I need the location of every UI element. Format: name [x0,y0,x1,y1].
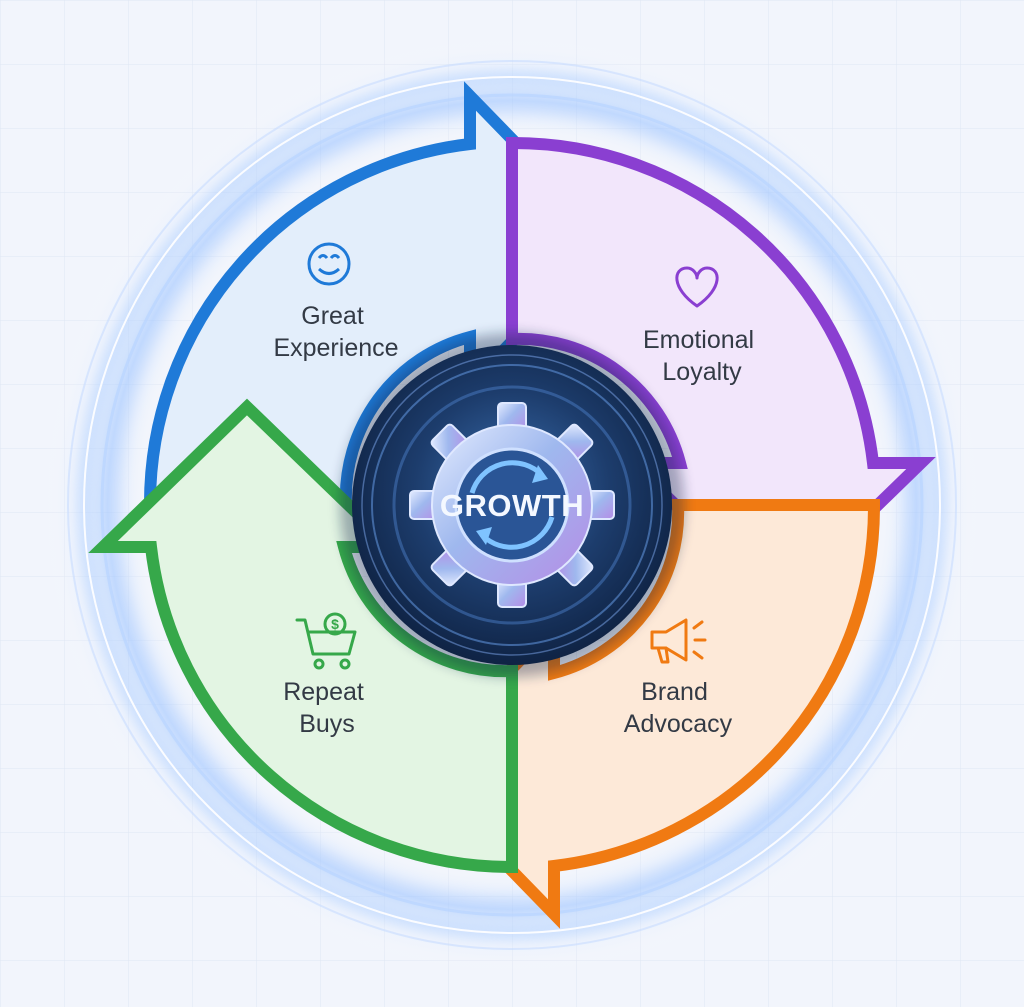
shopping-cart-dollar-icon: $ [295,612,357,670]
heart-icon [675,266,719,308]
label-repeat-buys: Repeat Buys [283,678,371,738]
label-brand-advocacy: Brand Advocacy [624,678,733,738]
hub-label: GROWTH [440,488,584,523]
smiley-face-icon [307,242,351,286]
gear-with-cycle-arrows-icon [409,402,615,608]
svg-text:$: $ [331,616,339,632]
label-great-experience: Great Experience [273,302,398,362]
megaphone-icon [650,618,707,664]
label-emotional-loyalty: Emotional Loyalty [643,326,761,386]
